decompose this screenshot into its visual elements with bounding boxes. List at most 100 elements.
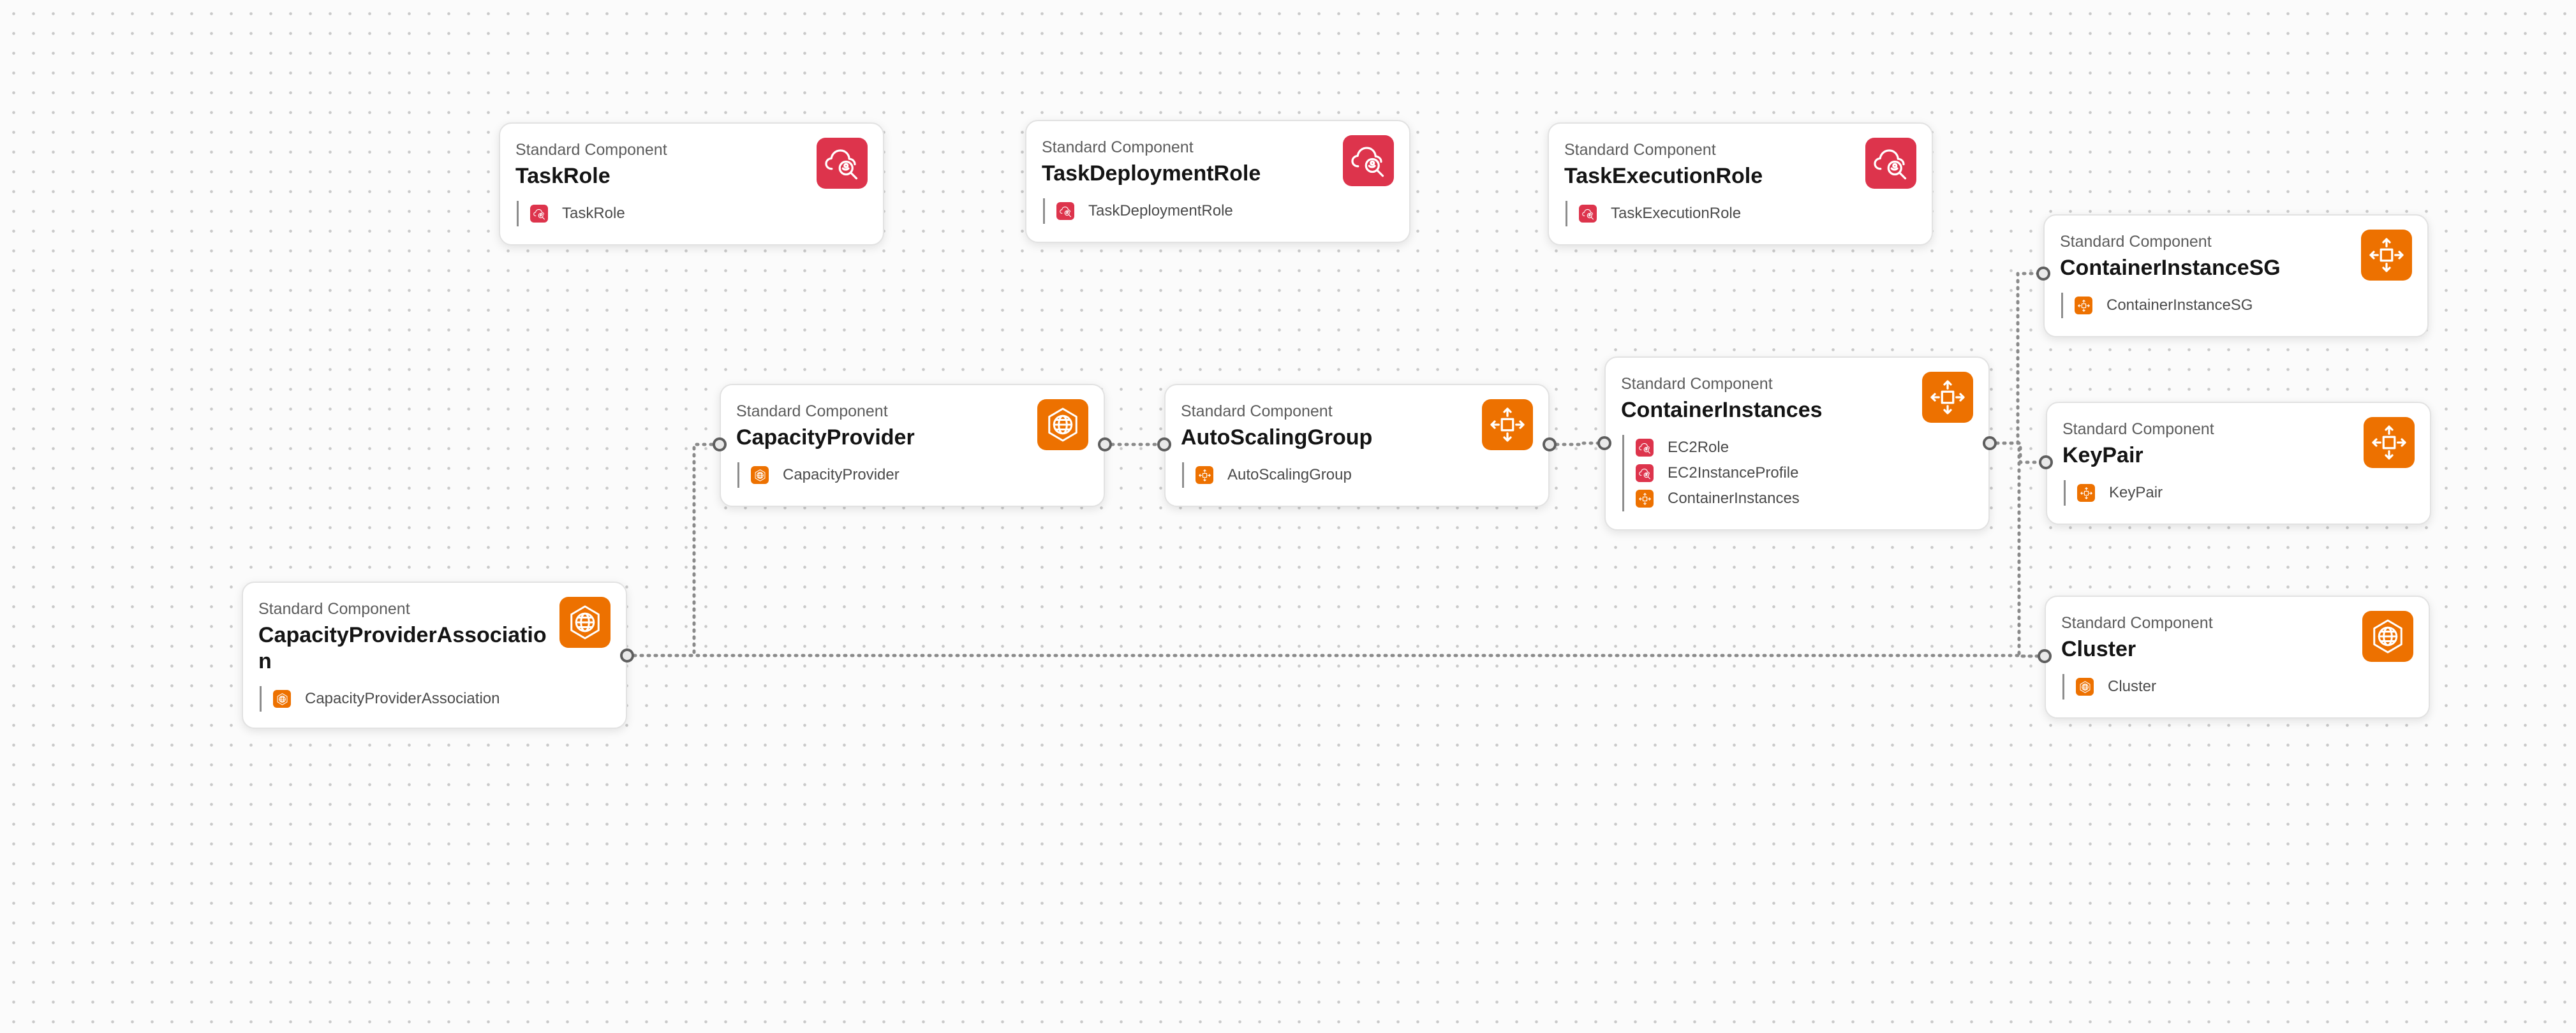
iam-role-icon xyxy=(1636,439,1654,457)
ecs-container-icon xyxy=(2362,611,2413,662)
output-handle-autoscalinggroup[interactable] xyxy=(1543,437,1557,451)
resource-item[interactable]: TaskRole xyxy=(530,201,868,226)
component-type-label: Standard Component xyxy=(2062,420,2214,438)
resource-label: AutoScalingGroup xyxy=(1227,466,1352,483)
resource-list: TaskExecutionRole xyxy=(1566,201,1916,226)
input-handle-containerinstances[interactable] xyxy=(1597,436,1611,450)
resource-item[interactable]: CapacityProvider xyxy=(751,462,1088,488)
component-type-label: Standard Component xyxy=(1181,402,1333,420)
iam-role-icon xyxy=(1636,464,1654,482)
resource-item[interactable]: Cluster xyxy=(2076,674,2413,700)
resource-list: Cluster xyxy=(2062,674,2413,700)
ec2-compute-icon xyxy=(1482,399,1533,450)
resource-label: ContainerInstanceSG xyxy=(2106,297,2253,314)
resource-item[interactable]: TaskDeploymentRole xyxy=(1056,198,1394,224)
ec2-resource-icon xyxy=(1636,490,1654,508)
resource-list: TaskRole xyxy=(517,201,868,226)
ecs-resource-icon xyxy=(2076,678,2094,696)
input-handle-keypair[interactable] xyxy=(2039,455,2053,469)
resource-label: EC2InstanceProfile xyxy=(1668,464,1799,481)
resource-item[interactable]: EC2InstanceProfile xyxy=(1636,460,1973,486)
ec2-compute-icon xyxy=(2364,417,2415,468)
resource-item[interactable]: ContainerInstances xyxy=(1636,486,1973,511)
component-title: Cluster xyxy=(2061,637,2136,661)
ecs-resource-icon xyxy=(273,690,291,708)
resource-list: CapacityProvider xyxy=(737,462,1088,488)
resource-list: KeyPair xyxy=(2064,480,2415,506)
security-identity-icon xyxy=(1343,135,1394,186)
resource-label: Cluster xyxy=(2108,678,2157,695)
component-type-label: Standard Component xyxy=(1621,375,1773,393)
ec2-resource-icon xyxy=(2077,484,2095,502)
resource-item[interactable]: AutoScalingGroup xyxy=(1195,462,1533,488)
edge-containerinstances-to-containerinstancesg[interactable] xyxy=(1988,272,2045,445)
component-type-label: Standard Component xyxy=(258,600,410,618)
component-type-label: Standard Component xyxy=(1564,141,1716,159)
iam-role-icon xyxy=(1056,202,1074,220)
input-handle-containerinstancesg[interactable] xyxy=(2036,267,2050,281)
resource-label: TaskExecutionRole xyxy=(1611,205,1742,222)
component-type-label: Standard Component xyxy=(515,141,667,159)
security-identity-icon xyxy=(1865,138,1916,189)
resource-label: EC2Role xyxy=(1668,439,1729,456)
ec2-compute-icon xyxy=(1922,372,1973,423)
component-title: ContainerInstanceSG xyxy=(2060,256,2281,280)
ecs-resource-icon xyxy=(751,466,769,484)
ecs-container-icon xyxy=(559,597,611,648)
component-title: KeyPair xyxy=(2062,443,2143,467)
output-handle-containerinstances[interactable] xyxy=(1983,436,1997,450)
component-title: TaskDeploymentRole xyxy=(1042,161,1261,186)
component-title: CapacityProviderAssociation xyxy=(258,623,547,673)
component-title: TaskExecutionRole xyxy=(1564,164,1763,188)
resource-label: TaskRole xyxy=(562,205,625,222)
ec2-compute-icon xyxy=(2361,230,2412,281)
ec2-resource-icon xyxy=(1195,466,1213,484)
input-handle-cluster[interactable] xyxy=(2038,649,2052,663)
resource-label: ContainerInstances xyxy=(1668,490,1800,507)
resource-item[interactable]: KeyPair xyxy=(2077,480,2415,506)
component-title: TaskRole xyxy=(515,164,611,188)
component-title: ContainerInstances xyxy=(1621,398,1823,422)
iam-role-icon xyxy=(530,205,548,223)
output-handle-capacityprovider[interactable] xyxy=(1098,437,1112,451)
resource-item[interactable]: ContainerInstanceSG xyxy=(2075,293,2412,318)
edge-capacityproviderassociation-to-capacityprovider[interactable] xyxy=(625,443,722,657)
input-handle-capacityprovider[interactable] xyxy=(713,437,727,451)
resource-list: CapacityProviderAssociation xyxy=(260,686,611,712)
output-handle-capacityproviderassociation[interactable] xyxy=(620,648,634,663)
component-type-label: Standard Component xyxy=(2061,614,2213,632)
component-title: CapacityProvider xyxy=(736,425,915,450)
resource-label: TaskDeploymentRole xyxy=(1088,202,1233,219)
ec2-resource-icon xyxy=(2075,297,2092,314)
edge-containerinstances-to-keypair[interactable] xyxy=(1988,441,2048,464)
component-title: AutoScalingGroup xyxy=(1181,425,1373,450)
resource-item[interactable]: EC2Role xyxy=(1636,435,1973,460)
ecs-container-icon xyxy=(1037,399,1088,450)
resource-list: TaskDeploymentRole xyxy=(1043,198,1394,224)
edge-autoscalinggroup-to-containerinstances[interactable] xyxy=(1548,441,1606,446)
resource-item[interactable]: CapacityProviderAssociation xyxy=(273,686,611,712)
edge-containerinstances-to-cluster[interactable] xyxy=(1988,441,2047,658)
resource-item[interactable]: TaskExecutionRole xyxy=(1579,201,1916,226)
component-type-label: Standard Component xyxy=(1042,138,1194,156)
resource-label: KeyPair xyxy=(2109,484,2163,501)
resource-label: CapacityProviderAssociation xyxy=(305,690,500,707)
security-identity-icon xyxy=(817,138,868,189)
input-handle-autoscalinggroup[interactable] xyxy=(1157,437,1171,451)
component-type-label: Standard Component xyxy=(736,402,888,420)
resource-list: AutoScalingGroup xyxy=(1182,462,1533,488)
iam-role-icon xyxy=(1579,205,1597,223)
